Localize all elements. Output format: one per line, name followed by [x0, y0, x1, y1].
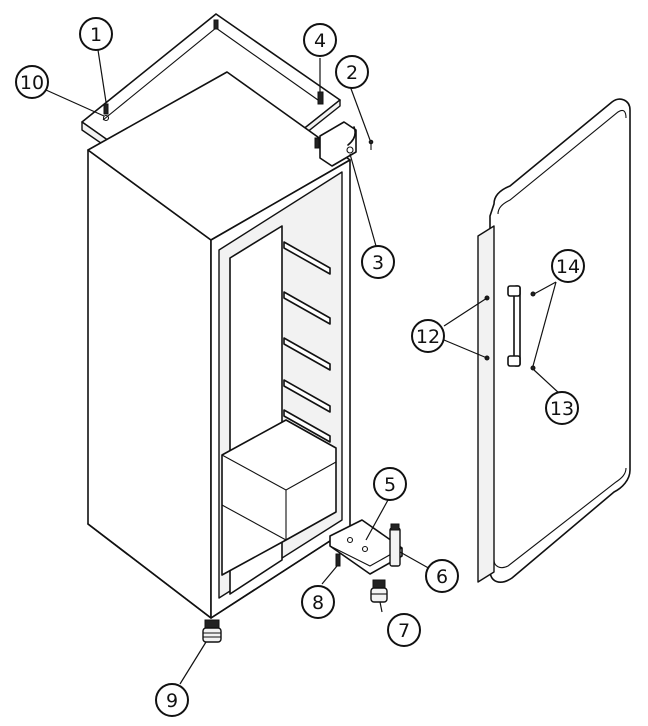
callout-7: 7 — [387, 613, 421, 647]
callout-4: 4 — [303, 23, 337, 57]
callout-13: 13 — [545, 391, 579, 425]
callout-3: 3 — [361, 245, 395, 279]
hinge-screw-lower — [335, 553, 341, 567]
top-screw — [103, 103, 109, 115]
callout-label: 4 — [314, 30, 326, 52]
callout-label: 10 — [20, 72, 44, 94]
callout-label: 3 — [372, 252, 384, 274]
callout-label: 9 — [166, 690, 178, 712]
door — [477, 98, 631, 583]
callout-label: 7 — [398, 620, 410, 642]
callout-14: 14 — [551, 249, 585, 283]
callout-8: 8 — [301, 585, 335, 619]
hinge-foot-top — [372, 579, 386, 589]
callout-9: 9 — [155, 683, 189, 717]
callout-label: 13 — [550, 398, 574, 420]
shelves — [283, 241, 331, 443]
top-screw — [213, 19, 219, 30]
upper-hinge — [314, 91, 374, 167]
adjustable-foot — [202, 619, 222, 643]
cabinet-body — [87, 71, 351, 619]
callout-label: 8 — [312, 592, 324, 614]
callout-10: 10 — [15, 65, 49, 99]
callout-12: 12 — [411, 319, 445, 353]
callout-label: 5 — [384, 474, 396, 496]
hinge-pin — [368, 139, 374, 145]
hinge-bolt — [317, 91, 324, 105]
lower-hinge — [329, 519, 403, 603]
callout-5: 5 — [373, 467, 407, 501]
callout-label: 12 — [416, 326, 440, 348]
callout-6: 6 — [425, 559, 459, 593]
hinge-screw — [314, 137, 320, 149]
handle-screw — [530, 365, 536, 371]
leader-lines — [45, 49, 561, 685]
callout-2: 2 — [335, 55, 369, 89]
callout-label: 14 — [556, 256, 580, 278]
door-handle — [507, 285, 521, 367]
callout-1: 1 — [79, 17, 113, 51]
callout-label: 2 — [346, 62, 358, 84]
callout-label: 1 — [90, 24, 102, 46]
callout-label: 6 — [436, 566, 448, 588]
